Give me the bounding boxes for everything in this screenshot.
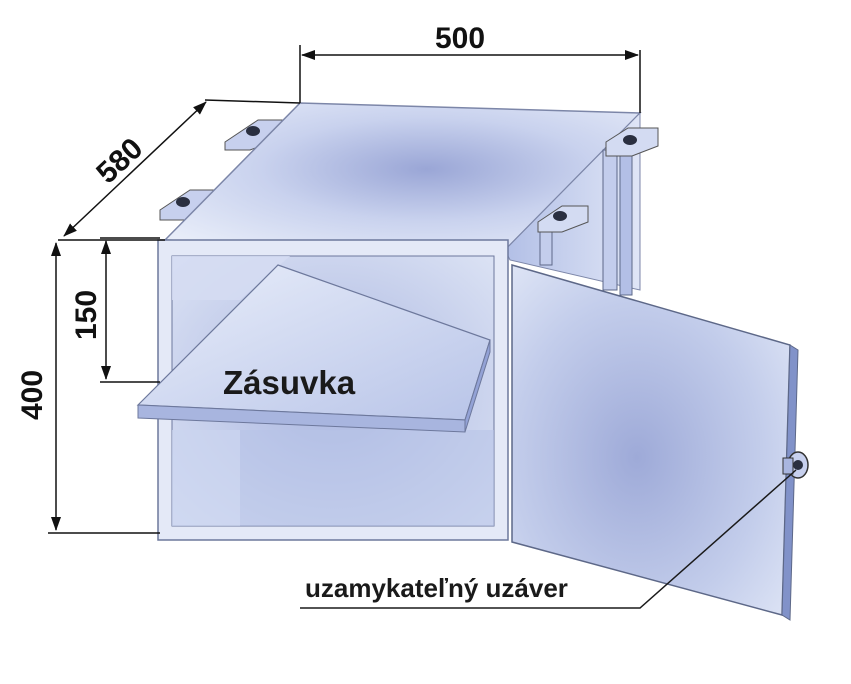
dimension-width [299, 45, 641, 113]
dimension-width-label: 500 [435, 22, 485, 55]
dimension-depth-label: 580 [90, 132, 149, 190]
dimension-height [48, 242, 160, 534]
lock-leader-line [300, 469, 797, 609]
dimension-drawer-height [100, 237, 160, 383]
lock-label: uzamykateľný uzáver [305, 573, 568, 603]
dimension-height-label: 400 [16, 370, 49, 420]
lock-icon [782, 451, 809, 479]
mounting-bracket-right-bottom [537, 205, 589, 233]
dimension-drawer-height-label: 150 [70, 290, 103, 340]
mounting-bracket-right-top [605, 127, 659, 157]
door [511, 264, 799, 621]
drawer [136, 264, 491, 433]
dimension-depth [58, 99, 301, 241]
rear-rail [539, 139, 633, 296]
drawer-label: Zásuvka [223, 364, 356, 401]
